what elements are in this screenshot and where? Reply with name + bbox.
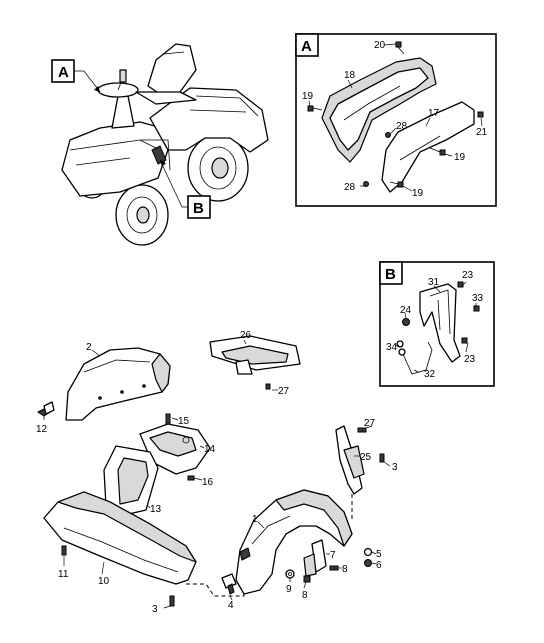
num-12: 12 [36, 424, 48, 435]
box-b-label: B [385, 266, 396, 283]
box-b-num-31: 31 [428, 277, 440, 288]
part-13-panel: 13 [103, 445, 162, 519]
part-14-cover: 15 14 16 [139, 413, 216, 488]
num-7: 7 [330, 550, 336, 561]
exploded-view: 2 12 26 27 15 14 [36, 330, 398, 615]
bolt-28-mid [385, 132, 391, 138]
part-10-bumper: 10 [43, 491, 197, 587]
num-9: 9 [286, 584, 292, 595]
detail-box-b: B 31 23 24 33 34 23 32 [379, 261, 495, 387]
bolt-28-low [363, 181, 369, 187]
bolt-19-top [307, 105, 323, 112]
num-26: 26 [240, 330, 252, 341]
num-15: 15 [178, 416, 190, 427]
detail-box-a: A 20 18 19 17 21 28 19 28 19 [295, 33, 497, 207]
num-4: 4 [228, 600, 234, 611]
box-b-num-32: 32 [424, 369, 436, 380]
box-b-num-23-top: 23 [462, 270, 474, 281]
part-11-bolt: 11 [58, 545, 69, 580]
box-a-num-19-top: 19 [302, 91, 314, 102]
box-b-num-33: 33 [472, 293, 484, 304]
box-a-num-19-mid: 19 [454, 152, 466, 163]
bolt-19-mid [429, 147, 446, 156]
part-2-rear-hood: 2 [65, 342, 171, 421]
num-11: 11 [58, 569, 69, 580]
part-4-clip: 4 [221, 573, 237, 611]
box-a-num-17: 17 [428, 108, 440, 119]
box-a-label: A [301, 38, 312, 55]
part-1-fender: 1 [235, 489, 353, 595]
part-25-bracket: 27 25 3 [335, 418, 398, 495]
part-12-clip: 12 [36, 401, 55, 435]
bolt-21 [477, 111, 484, 118]
part-3-bolt-bottom: 3 [152, 595, 175, 615]
num-3-bottom: 3 [152, 604, 158, 615]
num-6: 6 [376, 560, 382, 571]
callout-a-label: A [58, 64, 69, 81]
num-10: 10 [98, 576, 110, 587]
num-1: 1 [252, 514, 258, 525]
box-b-num-34: 34 [386, 342, 398, 353]
callout-b-tractor: B [159, 159, 211, 219]
num-13: 13 [150, 504, 162, 515]
num-8-bottom: 8 [302, 590, 308, 601]
callout-a-tractor: A [51, 59, 101, 93]
num-3-right: 3 [392, 462, 398, 473]
bolt-19-low [389, 181, 404, 188]
num-25: 25 [360, 452, 372, 463]
part-7-plate: 7 [303, 539, 336, 577]
part-8-bolt-right: 8 [329, 564, 348, 575]
bolt-20 [395, 41, 405, 55]
box-a-num-28-mid: 28 [396, 121, 408, 132]
num-2: 2 [86, 342, 92, 353]
num-27-top: 27 [278, 386, 290, 397]
box-b-num-23-low: 23 [464, 354, 476, 365]
num-14: 14 [204, 444, 216, 455]
box-a-num-18: 18 [344, 70, 356, 81]
tractor-illustration [61, 43, 269, 246]
box-a-num-20: 20 [374, 40, 386, 51]
part-5-6-nuts: 5 6 [363, 547, 382, 571]
box-b-num-24: 24 [400, 305, 412, 316]
part-26-tray: 26 27 [209, 330, 301, 397]
box-a-num-19-low: 19 [412, 188, 424, 199]
num-27-right: 27 [364, 418, 376, 429]
part-9-washer: 9 [285, 569, 295, 595]
box-a-num-28-low: 28 [344, 182, 356, 193]
num-8-right: 8 [342, 564, 348, 575]
num-5: 5 [376, 549, 382, 560]
num-16: 16 [202, 477, 214, 488]
box-a-num-21: 21 [476, 127, 488, 138]
callout-b-label: B [193, 200, 204, 217]
part-8-bolt-bottom: 8 [302, 575, 311, 601]
